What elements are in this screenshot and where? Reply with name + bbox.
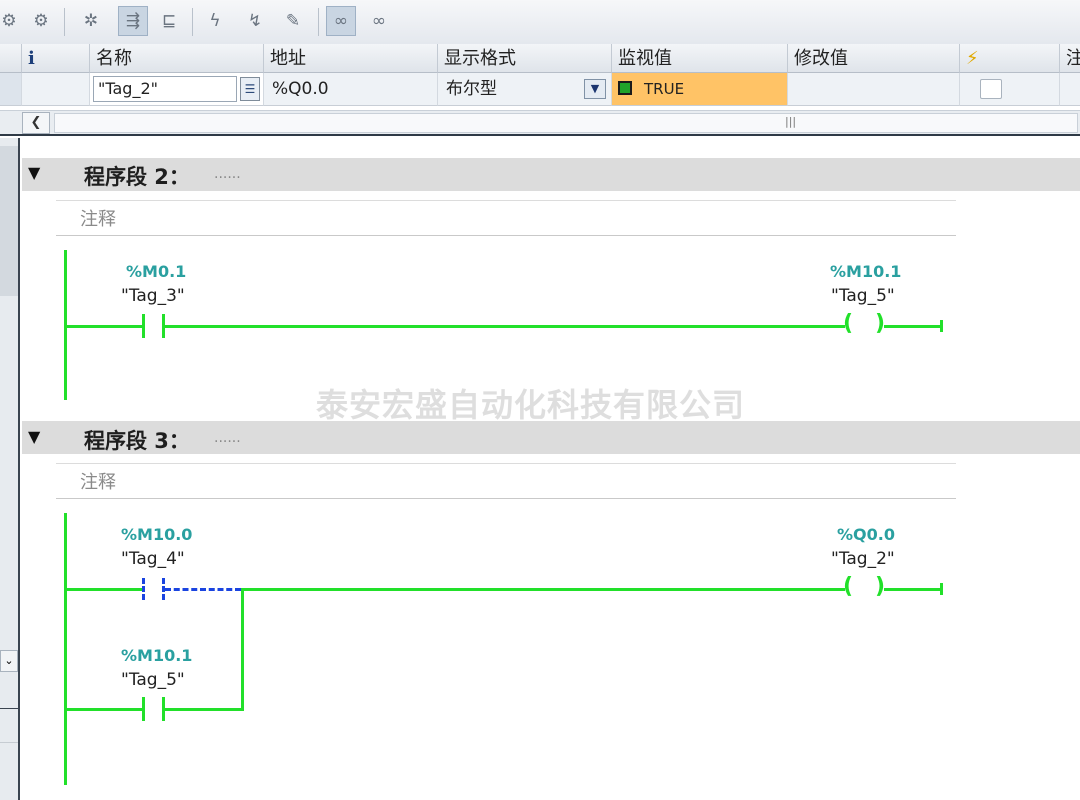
modify-checkbox[interactable] <box>980 79 1002 99</box>
header-selector <box>0 44 22 73</box>
contact-m0-1-left[interactable] <box>142 314 145 338</box>
watch-table: i 名称 地址 显示格式 监视值 修改值 ⚡ 注 "Tag_2" ☰ %Q0.0… <box>0 44 1080 110</box>
modify-now-icon[interactable]: ϟ <box>209 11 221 31</box>
name-input[interactable]: "Tag_2" <box>93 76 237 102</box>
header-name[interactable]: 名称 <box>90 44 264 73</box>
wire <box>241 588 845 591</box>
horizontal-scrollbar[interactable]: ❮ ||| <box>0 110 1080 136</box>
collapse-network-2-icon[interactable]: ▼ <box>28 163 41 182</box>
wire <box>165 708 244 711</box>
tag-list-icon[interactable]: ☰ <box>240 77 260 101</box>
watch-all-icon[interactable]: ∞ <box>326 6 356 36</box>
wire <box>64 588 142 591</box>
branch-vertical <box>241 588 244 711</box>
format-value: 布尔型 <box>446 79 497 99</box>
wire-not-energized <box>165 588 241 591</box>
watch-once-icon[interactable]: ∞ <box>371 11 387 31</box>
network-3-header[interactable] <box>22 421 1080 454</box>
network-3-comment[interactable]: 注释 <box>56 463 956 499</box>
insert-row-icon[interactable]: ⚙ <box>1 11 17 31</box>
watermark: 泰安宏盛自动化科技有限公司 <box>316 386 746 424</box>
coil-q0-0-left[interactable]: ( <box>843 574 854 599</box>
row-selector[interactable] <box>0 73 22 106</box>
contact-addr: %M0.1 <box>126 262 187 281</box>
collapse-network-3-icon[interactable]: ▼ <box>28 427 41 446</box>
network-2-comment[interactable]: 注释 <box>56 200 956 236</box>
contact1-addr: %M10.0 <box>121 525 193 544</box>
true-indicator-icon <box>618 81 632 95</box>
coil3-tag[interactable]: "Tag_2" <box>831 549 895 569</box>
network-3-dots: ...... <box>214 430 241 446</box>
modify-value-cell[interactable] <box>788 73 960 106</box>
header-info: i <box>22 44 90 73</box>
network-2-header[interactable] <box>22 158 1080 191</box>
header-address[interactable]: 地址 <box>264 44 438 73</box>
network-2-dots: ...... <box>214 166 241 182</box>
ladder-editor <box>0 138 1080 800</box>
coil-m10-1-right[interactable]: ) <box>875 311 886 336</box>
format-dropdown-icon[interactable]: ▼ <box>584 79 606 99</box>
coil3-addr: %Q0.0 <box>837 525 895 544</box>
header-modify-value[interactable]: 修改值 <box>788 44 960 73</box>
monitor-value-cell: TRUE <box>612 73 788 106</box>
name-cell[interactable]: "Tag_2" ☰ <box>90 73 264 106</box>
wire <box>64 708 142 711</box>
monitor-once-icon[interactable]: ⊑ <box>161 11 177 31</box>
network-2-title: 程序段 2： <box>84 165 190 189</box>
header-comment[interactable]: 注 <box>1060 44 1080 73</box>
vertical-scrollbar[interactable]: ⌄ <box>0 138 20 800</box>
monitor-value: TRUE <box>644 80 685 98</box>
contact-m10-0-right[interactable] <box>162 578 165 600</box>
modify-trigger-icon[interactable]: ↯ <box>247 11 263 31</box>
network-2-comment-text: 注释 <box>80 209 116 230</box>
wire <box>884 588 942 591</box>
clear-icon[interactable]: ✲ <box>83 11 99 31</box>
contact-m10-1-right[interactable] <box>162 697 165 721</box>
coil-m10-1-left[interactable]: ( <box>843 311 854 336</box>
contact-m10-0-left[interactable] <box>142 578 145 600</box>
toolbar: ⚙ ⚙ ✲ ⇶ ⊑ ϟ ↯ ✎ ∞ ∞ <box>0 0 1080 45</box>
wire <box>884 325 942 328</box>
coil-tag[interactable]: "Tag_5" <box>831 286 895 306</box>
network-3-comment-text: 注释 <box>80 472 116 493</box>
monitor-toggle-icon[interactable]: ⇶ <box>118 6 148 36</box>
comment-cell[interactable] <box>1060 73 1080 106</box>
header-display-format[interactable]: 显示格式 <box>438 44 612 73</box>
contact1-tag[interactable]: "Tag_4" <box>121 549 185 569</box>
right-end <box>940 583 943 595</box>
row-info <box>22 73 90 106</box>
contact-tag[interactable]: "Tag_3" <box>121 286 185 306</box>
header-monitor-value[interactable]: 监视值 <box>612 44 788 73</box>
force-icon[interactable]: ✎ <box>285 11 301 31</box>
add-row-icon[interactable]: ⚙ <box>33 11 49 31</box>
modify-checkbox-cell <box>960 73 1060 106</box>
format-cell[interactable]: 布尔型 ▼ <box>438 73 612 106</box>
lightning-icon: ⚡ <box>960 44 1060 73</box>
right-end <box>940 320 943 332</box>
address-cell[interactable]: %Q0.0 <box>264 73 438 106</box>
scroll-down-icon[interactable]: ⌄ <box>0 650 18 672</box>
vscroll-thumb[interactable] <box>0 146 18 296</box>
scroll-left-icon[interactable]: ❮ <box>22 112 50 134</box>
contact2-tag[interactable]: "Tag_5" <box>121 670 185 690</box>
contact2-addr: %M10.1 <box>121 646 193 665</box>
network-3-title: 程序段 3： <box>84 429 190 453</box>
wire <box>165 325 845 328</box>
coil-q0-0-right[interactable]: ) <box>875 574 886 599</box>
coil-addr: %M10.1 <box>830 262 902 281</box>
contact-m10-1-left[interactable] <box>142 697 145 721</box>
wire <box>64 325 142 328</box>
scroll-thumb[interactable]: ||| <box>54 113 1078 133</box>
contact-m0-1-right[interactable] <box>162 314 165 338</box>
left-power-rail-3 <box>64 513 67 785</box>
